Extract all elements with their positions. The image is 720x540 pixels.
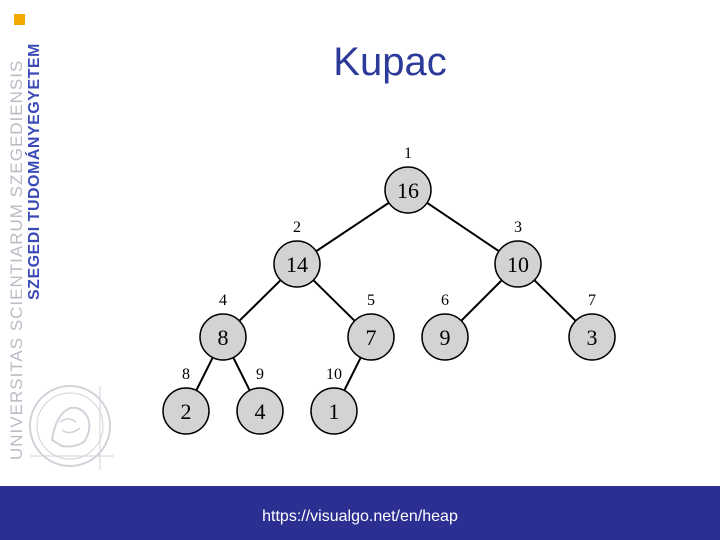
heap-node-circle xyxy=(273,240,321,288)
heap-node-index: 9 xyxy=(256,366,264,383)
footer-bar xyxy=(0,490,720,540)
heap-node-index: 10 xyxy=(326,366,342,383)
heap-node: 49 xyxy=(236,366,284,435)
heap-node: 10 3 xyxy=(494,219,542,288)
heap-node-circle xyxy=(199,313,247,361)
heap-node-circle xyxy=(568,313,616,361)
heap-node-index: 4 xyxy=(219,292,227,309)
heap-node-value: 3 xyxy=(587,325,598,350)
heap-node-value: 7 xyxy=(366,325,377,350)
heap-node-value: 14 xyxy=(286,252,308,277)
heap-edge xyxy=(343,357,362,391)
heap-edge xyxy=(460,279,503,322)
heap-edge xyxy=(195,357,214,391)
heap-node: 37 xyxy=(568,292,616,361)
heap-node-index: 3 xyxy=(514,219,522,236)
heap-node-circle xyxy=(421,313,469,361)
heap-node: 16 1 xyxy=(384,145,432,214)
heap-node-value: 10 xyxy=(507,252,529,277)
heap-node-index: 5 xyxy=(367,292,375,309)
heap-node-index: 2 xyxy=(293,219,301,236)
footer-divider xyxy=(0,486,720,490)
heap-node-circle xyxy=(347,313,395,361)
heap-node-circle xyxy=(384,166,432,214)
university-seal-icon xyxy=(29,385,114,470)
logo-square-icon xyxy=(14,14,25,25)
heap-edge xyxy=(238,279,282,322)
heap-node-index: 7 xyxy=(588,292,596,309)
heap-node-value: 2 xyxy=(181,399,192,424)
university-sidebar: UNIVERSITAS SCIENTIARUM SZEGEDIENSIS SZE… xyxy=(0,0,52,490)
heap-node-value: 9 xyxy=(440,325,451,350)
heap-node: 14 2 xyxy=(273,219,321,288)
heap-node-circle xyxy=(236,387,284,435)
heap-node-circle xyxy=(162,387,210,435)
heap-node-value: 8 xyxy=(218,325,229,350)
heap-edge xyxy=(533,279,577,322)
heap-node: 1 10 xyxy=(310,366,358,435)
heap-node-value: 4 xyxy=(255,399,266,424)
heap-node-value: 16 xyxy=(397,178,419,203)
heap-node-index: 6 xyxy=(441,292,449,309)
heap-edge xyxy=(232,357,251,391)
heap-edge xyxy=(315,201,390,253)
slide-title: Kupac xyxy=(333,40,447,84)
heap-node: 84 xyxy=(199,292,247,361)
heap-node-circle xyxy=(310,387,358,435)
heap-node: 28 xyxy=(162,366,210,435)
heap-edge xyxy=(312,279,356,322)
heap-edge xyxy=(426,202,500,252)
heap-node: 75 xyxy=(347,292,395,361)
heap-node-index: 1 xyxy=(404,145,412,162)
heap-node-circle xyxy=(494,240,542,288)
footer-url: https://visualgo.net/en/heap xyxy=(262,508,458,525)
heap-node-value: 1 xyxy=(329,399,340,424)
heap-edges xyxy=(195,201,577,391)
heap-node-index: 8 xyxy=(182,366,190,383)
heap-node: 96 xyxy=(421,292,469,361)
